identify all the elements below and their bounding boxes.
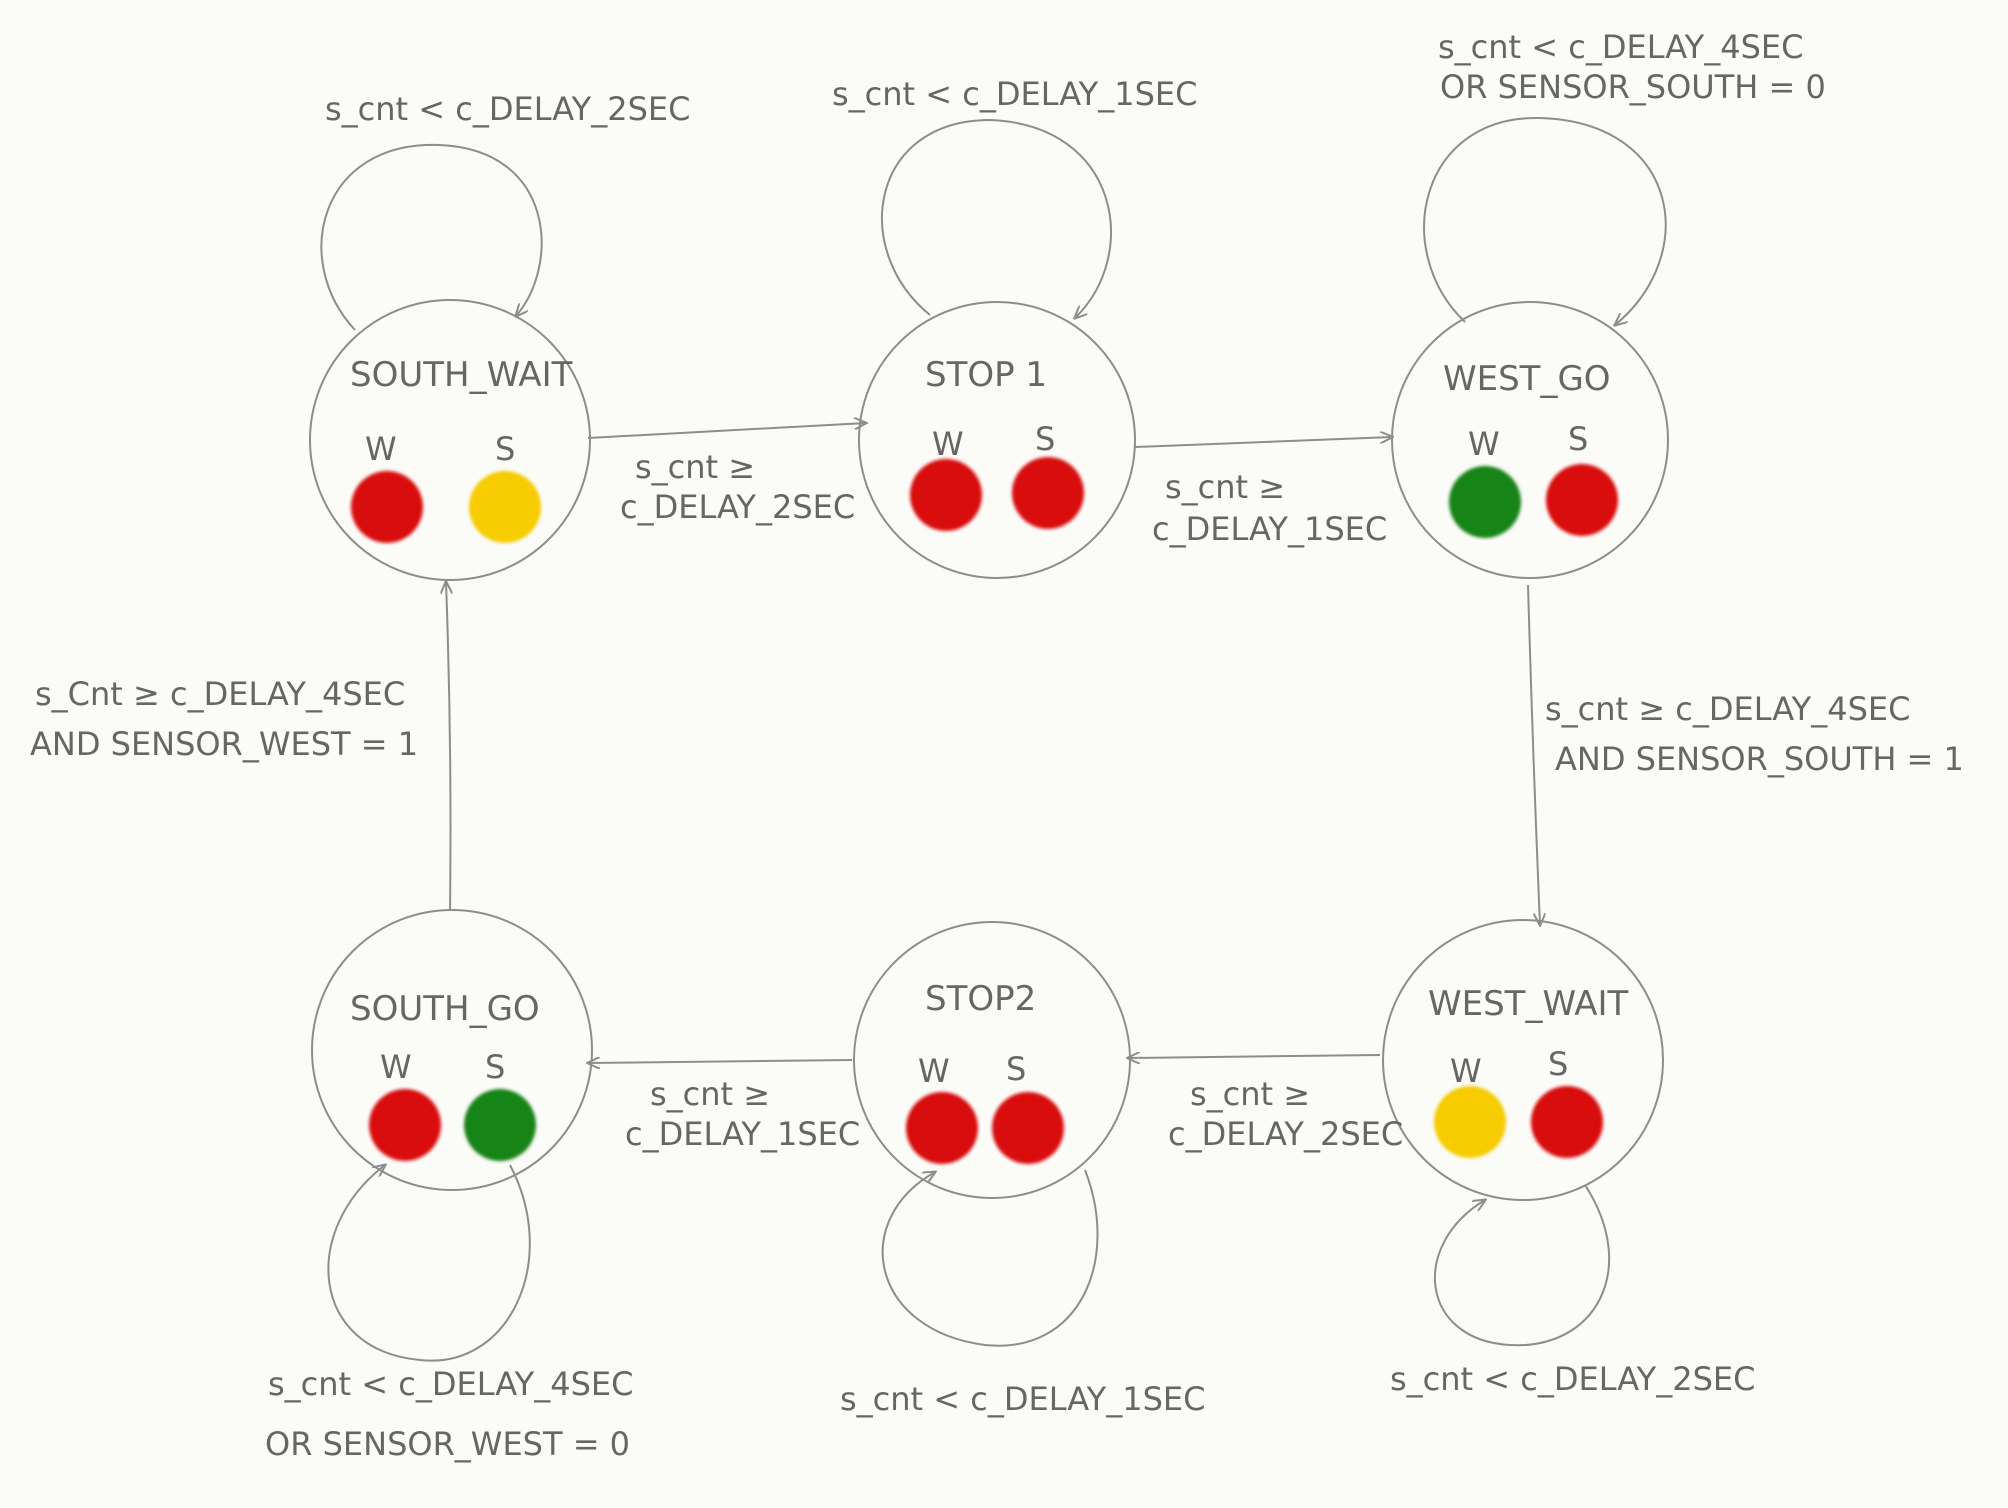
condition-line: s_cnt ≥ (650, 1075, 770, 1113)
state-name: WEST_GO (1443, 359, 1611, 399)
west-light-label: W (1450, 1052, 1482, 1090)
condition-line: c_DELAY_1SEC (625, 1115, 860, 1153)
condition-line: AND SENSOR_SOUTH = 1 (1555, 740, 1964, 778)
arrow-south-go-to-south-wait (446, 582, 451, 911)
state-stop2: STOP2 W S (853, 921, 1131, 1199)
state-south-go: SOUTH_GO W S (311, 909, 593, 1191)
state-name: STOP2 (925, 979, 1036, 1019)
condition-line: OR SENSOR_SOUTH = 0 (1440, 68, 1826, 106)
condition-stop2-to-south-go: s_cnt ≥ c_DELAY_1SEC (625, 1075, 860, 1153)
loop-condition-stop1: s_cnt < c_DELAY_1SEC (832, 75, 1197, 113)
south-traffic-light (1531, 1086, 1603, 1158)
condition-line: s_cnt ≥ (635, 448, 755, 486)
loop-condition-south-wait: s_cnt < c_DELAY_2SEC (325, 90, 690, 128)
south-traffic-light (469, 471, 541, 543)
loop-condition-west-go: s_cnt < c_DELAY_4SEC OR SENSOR_SOUTH = 0 (1438, 28, 1826, 106)
condition-line: s_cnt ≥ c_DELAY_4SEC (1545, 690, 1910, 728)
self-loop-south-wait (320, 143, 543, 331)
self-loop-west-go (1423, 116, 1667, 325)
self-loop-stop1 (881, 118, 1112, 318)
west-light-label: W (365, 430, 397, 468)
south-light-label: S (1006, 1050, 1026, 1088)
state-west-go: WEST_GO W S (1391, 301, 1669, 579)
west-traffic-light (369, 1089, 441, 1161)
condition-line: c_DELAY_2SEC (1168, 1115, 1403, 1153)
condition-line: s_cnt < c_DELAY_1SEC (832, 75, 1197, 113)
self-loop-south-go (327, 1165, 531, 1362)
state-circle (858, 301, 1136, 579)
condition-south-go-to-south-wait: s_Cnt ≥ c_DELAY_4SEC AND SENSOR_WEST = 1 (30, 675, 418, 763)
loop-condition-west-wait: s_cnt < c_DELAY_2SEC (1390, 1360, 1755, 1398)
state-south-wait: SOUTH_WAIT W S (309, 299, 591, 581)
condition-line: s_Cnt ≥ c_DELAY_4SEC (35, 675, 405, 713)
state-name: WEST_WAIT (1428, 984, 1628, 1024)
loop-condition-stop2: s_cnt < c_DELAY_1SEC (840, 1380, 1205, 1418)
west-light-label: W (932, 425, 964, 463)
state-circle (853, 921, 1131, 1199)
state-circle (1382, 919, 1664, 1201)
state-circle (1391, 301, 1669, 579)
condition-line: s_cnt ≥ (1165, 468, 1285, 506)
south-light-label: S (485, 1048, 505, 1086)
south-traffic-light (1546, 464, 1618, 536)
state-name: SOUTH_WAIT (350, 355, 573, 395)
west-traffic-light (910, 459, 982, 531)
south-traffic-light (1012, 457, 1084, 529)
condition-line: s_cnt ≥ (1190, 1075, 1310, 1113)
west-light-label: W (1468, 425, 1500, 463)
west-light-label: W (918, 1052, 950, 1090)
condition-south-wait-to-stop1: s_cnt ≥ c_DELAY_2SEC (620, 448, 855, 526)
south-light-label: S (1568, 420, 1588, 458)
condition-line: s_cnt < c_DELAY_4SEC (1438, 28, 1803, 66)
south-light-label: S (495, 430, 515, 468)
west-traffic-light (351, 471, 423, 543)
self-loop-stop2 (881, 1169, 1099, 1347)
condition-line: AND SENSOR_WEST = 1 (30, 725, 418, 763)
state-circle (311, 909, 593, 1191)
west-light-label: W (380, 1048, 412, 1086)
arrow-stop1-to-west-go (1134, 437, 1392, 448)
condition-line: s_cnt < c_DELAY_4SEC (268, 1365, 633, 1403)
condition-west-wait-to-stop2: s_cnt ≥ c_DELAY_2SEC (1168, 1075, 1403, 1153)
state-circle (309, 299, 591, 581)
west-traffic-light (906, 1092, 978, 1164)
west-traffic-light (1434, 1086, 1506, 1158)
condition-stop1-to-west-go: s_cnt ≥ c_DELAY_1SEC (1152, 468, 1387, 548)
arrow-west-wait-to-stop2 (1128, 1055, 1381, 1058)
condition-line: OR SENSOR_WEST = 0 (265, 1425, 630, 1463)
condition-line: s_cnt < c_DELAY_2SEC (325, 90, 690, 128)
arrow-south-wait-to-stop1 (587, 423, 866, 439)
state-stop1: STOP 1 W S (858, 301, 1136, 579)
south-light-label: S (1035, 420, 1055, 458)
state-west-wait: WEST_WAIT W S (1382, 919, 1664, 1201)
state-name: STOP 1 (925, 355, 1047, 395)
state-name: SOUTH_GO (350, 989, 540, 1029)
south-light-label: S (1548, 1045, 1568, 1083)
self-loop-west-wait (1434, 1184, 1611, 1347)
south-traffic-light (464, 1089, 536, 1161)
arrow-stop2-to-south-go (588, 1060, 853, 1063)
south-traffic-light (992, 1092, 1064, 1164)
condition-line: c_DELAY_2SEC (620, 488, 855, 526)
condition-line: s_cnt < c_DELAY_2SEC (1390, 1360, 1755, 1398)
condition-line: c_DELAY_1SEC (1152, 510, 1387, 548)
arrow-west-go-to-west-wait (1527, 584, 1540, 925)
west-traffic-light (1449, 466, 1521, 538)
condition-line: s_cnt < c_DELAY_1SEC (840, 1380, 1205, 1418)
loop-condition-south-go: s_cnt < c_DELAY_4SEC OR SENSOR_WEST = 0 (265, 1365, 633, 1463)
condition-west-go-to-west-wait: s_cnt ≥ c_DELAY_4SEC AND SENSOR_SOUTH = … (1545, 690, 1964, 778)
